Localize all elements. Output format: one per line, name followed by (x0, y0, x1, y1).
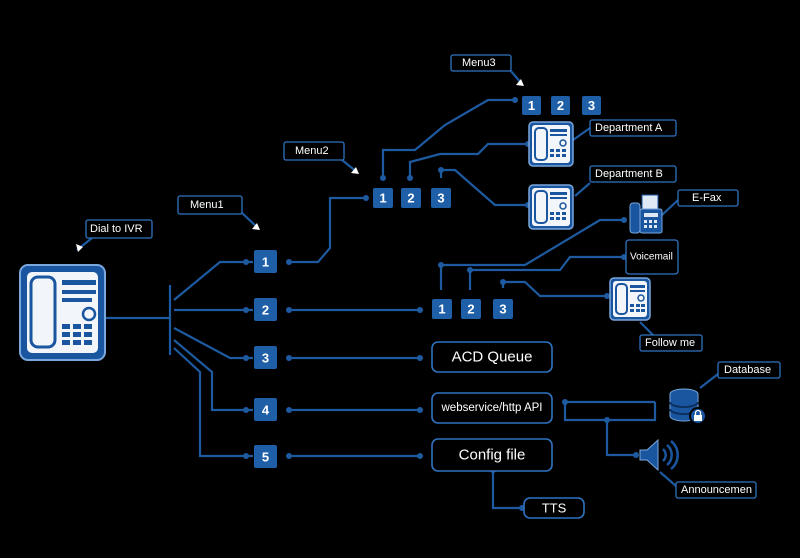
menu2-option[interactable]: 2 (401, 188, 421, 208)
option-label: 1 (262, 255, 269, 270)
callout-department-b: Department B (589, 165, 677, 183)
phone-icon (19, 264, 106, 361)
connection-lines (76, 69, 719, 510)
phone-icon (528, 121, 574, 167)
menu2-option[interactable]: 1 (373, 188, 393, 208)
menu3-option[interactable]: 3 (582, 96, 601, 115)
submenu-options: 1 2 3 (432, 299, 513, 319)
option-label: 3 (499, 302, 506, 317)
callout-menu3: Menu3 (450, 54, 524, 86)
menu3-options: 1 2 3 (522, 96, 601, 115)
menu1-option[interactable]: 4 (254, 398, 277, 421)
option-label: 3 (262, 351, 269, 366)
submenu-option[interactable]: 2 (461, 299, 481, 319)
submenu-option[interactable]: 1 (432, 299, 452, 319)
efax-label: E-Fax (692, 192, 722, 204)
callout-follow-me: Follow me (639, 334, 703, 352)
option-label: 1 (438, 302, 445, 317)
fax-icon (629, 194, 663, 234)
menu2-option[interactable]: 3 (431, 188, 451, 208)
phone-icon (609, 277, 651, 321)
voicemail-label: Voicemail (630, 252, 673, 263)
callout-voicemail: Voicemail (625, 239, 679, 275)
option-label: 2 (557, 98, 564, 113)
department-b-label: Department B (595, 168, 663, 180)
webservice-box[interactable]: webservice/http API (431, 392, 553, 424)
menu1-options: 1 2 3 4 5 (254, 250, 277, 468)
database-icon (669, 388, 707, 425)
callout-dial-to-ivr: Dial to IVR (76, 219, 153, 252)
option-label: 2 (262, 303, 269, 318)
option-label: 3 (588, 98, 595, 113)
speaker-icon (639, 438, 679, 472)
menu1-option[interactable]: 3 (254, 346, 277, 369)
callout-database: Database (717, 361, 781, 379)
menu1-label: Menu1 (190, 199, 224, 211)
config-file-label: Config file (459, 447, 526, 464)
announcement-label: Announcemen (681, 484, 752, 496)
webservice-label: webservice/http API (441, 402, 543, 414)
callout-menu1: Menu1 (177, 195, 260, 230)
menu2-label: Menu2 (295, 145, 329, 157)
menu3-option[interactable]: 2 (551, 96, 570, 115)
department-a-label: Department A (595, 122, 663, 134)
option-label: 3 (437, 191, 444, 206)
option-label: 2 (467, 302, 474, 317)
option-label: 5 (262, 450, 269, 465)
follow-me-label: Follow me (645, 337, 695, 349)
callout-efax: E-Fax (677, 189, 739, 207)
menu2-options: 1 2 3 (373, 188, 451, 208)
option-label: 2 (407, 191, 414, 206)
menu1-option[interactable]: 2 (254, 298, 277, 321)
dial-to-ivr-label: Dial to IVR (90, 223, 143, 235)
acd-queue-box[interactable]: ACD Queue (431, 341, 553, 373)
menu1-option[interactable]: 5 (254, 445, 277, 468)
tts-box[interactable]: TTS (523, 497, 585, 519)
acd-queue-label: ACD Queue (452, 349, 533, 366)
option-label: 1 (528, 98, 535, 113)
callout-announcement: Announcemen (675, 481, 757, 499)
menu3-label: Menu3 (462, 57, 496, 69)
config-file-box[interactable]: Config file (431, 438, 553, 472)
menu1-option[interactable]: 1 (254, 250, 277, 273)
tts-label: TTS (542, 501, 567, 516)
callout-department-a: Department A (589, 119, 677, 137)
phone-icon (528, 184, 574, 230)
option-label: 1 (379, 191, 386, 206)
database-label: Database (724, 364, 771, 376)
menu3-option[interactable]: 1 (522, 96, 541, 115)
submenu-option[interactable]: 3 (493, 299, 513, 319)
callout-menu2: Menu2 (283, 141, 359, 174)
option-label: 4 (262, 403, 270, 418)
